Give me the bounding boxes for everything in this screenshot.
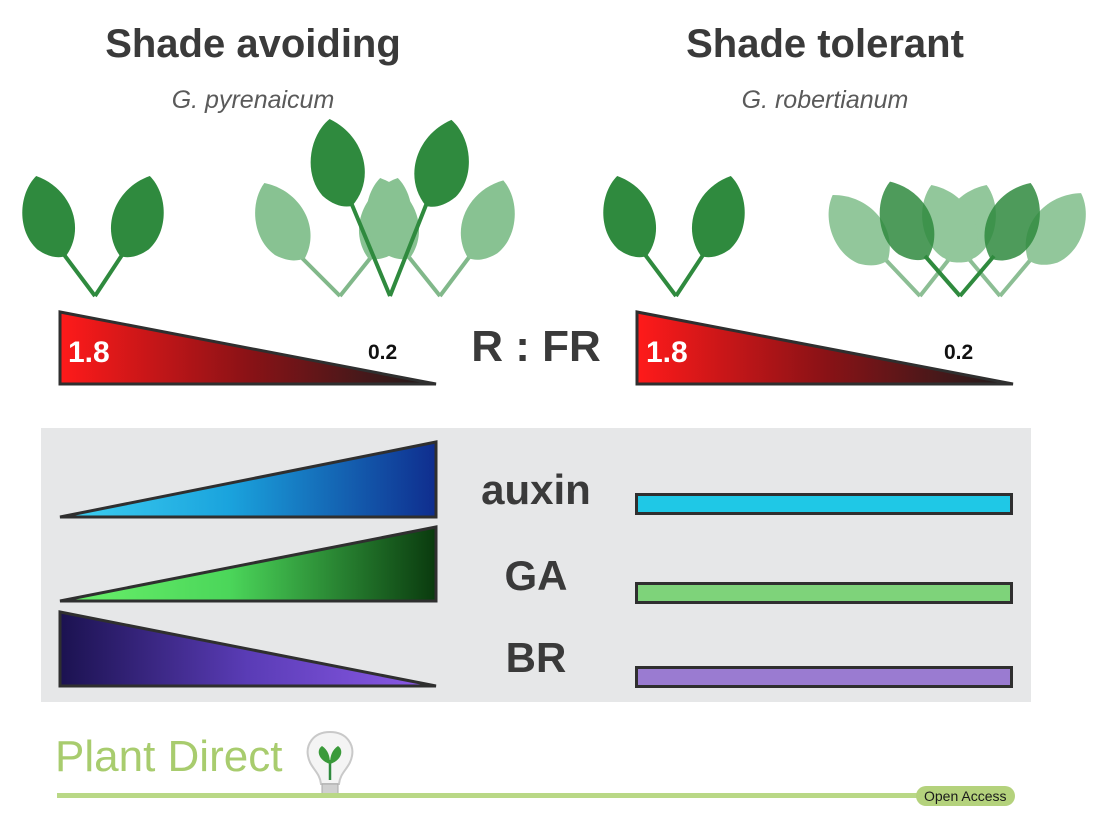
shade-avoiding-species: G. pyrenaicum: [171, 86, 335, 114]
ga-bar: [635, 582, 1013, 604]
elongated-seedling-left: [234, 112, 536, 298]
br-label: BR: [505, 634, 567, 681]
brand-divider: [57, 793, 937, 798]
ga-triangle: [59, 525, 438, 603]
rfr-high-left: 1.8: [68, 336, 110, 369]
shade-tolerant-species: G. robertianum: [741, 86, 909, 114]
rfr-triangle-left: [58, 310, 437, 386]
shade-avoiding-title: Shade avoiding: [105, 22, 401, 66]
auxin-label: auxin: [481, 466, 591, 513]
lightbulb-icon: [306, 730, 354, 795]
rfr-low-right: 0.2: [944, 341, 974, 364]
ga-label: GA: [504, 552, 568, 599]
seedling-sun-right: [583, 169, 765, 298]
compact-seedling-right: [808, 173, 1097, 298]
rfr-low-left: 0.2: [368, 341, 398, 364]
shade-tolerant-title: Shade tolerant: [686, 22, 964, 66]
auxin-triangle: [59, 440, 438, 519]
auxin-bar: [635, 493, 1013, 515]
rfr-high-right: 1.8: [646, 336, 688, 369]
br-triangle: [58, 610, 437, 688]
open-access-badge: Open Access: [916, 786, 1015, 806]
brand-logo-text: Plant Direct: [55, 732, 283, 781]
seedling-sun-left: [2, 169, 184, 298]
br-bar: [635, 666, 1013, 688]
rfr-triangle-right: [635, 310, 1014, 386]
rfr-label: R : FR: [471, 322, 601, 371]
